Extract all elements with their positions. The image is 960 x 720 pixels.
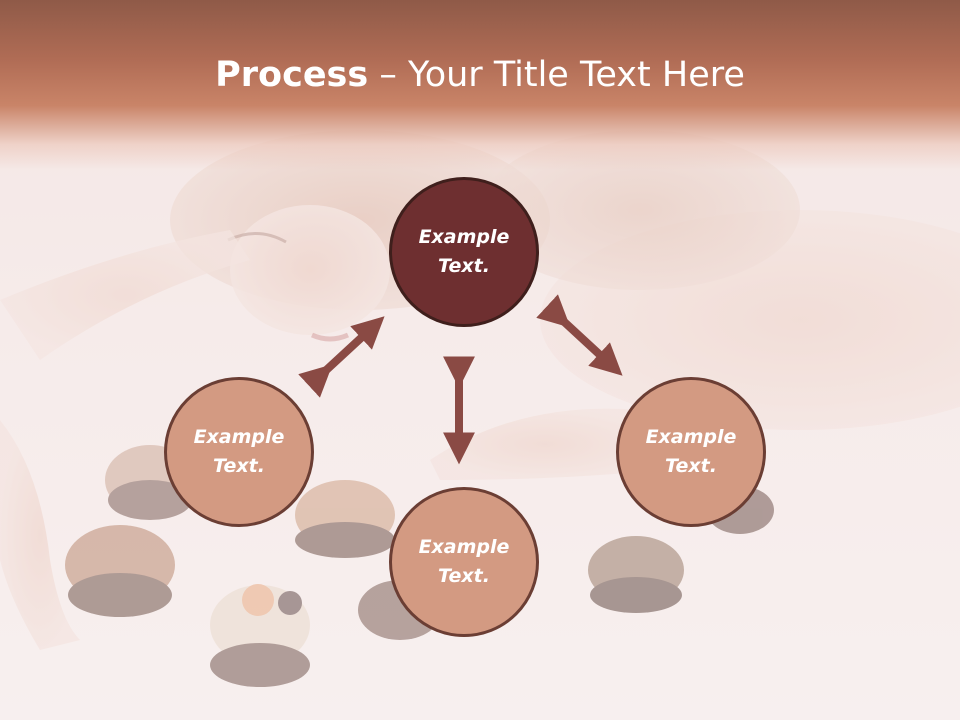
process-node-top: Example Text.: [389, 177, 539, 327]
title-bold: Process: [215, 55, 369, 95]
process-node-right: Example Text.: [616, 377, 766, 527]
node-right-line1: Example: [645, 426, 737, 448]
node-left-line2: Text.: [213, 455, 265, 477]
slide-title: Process – Your Title Text Here: [0, 52, 960, 98]
node-bottom-line1: Example: [418, 536, 510, 558]
node-bottom-line2: Text.: [438, 565, 490, 587]
title-rest: Your Title Text Here: [407, 55, 745, 95]
node-top-line1: Example: [418, 226, 510, 248]
header-band: [0, 0, 960, 170]
node-top-line2: Text.: [438, 255, 490, 277]
process-node-left: Example Text.: [164, 377, 314, 527]
process-node-bottom: Example Text.: [389, 487, 539, 637]
node-left-line1: Example: [193, 426, 285, 448]
node-right-line2: Text.: [665, 455, 717, 477]
title-dash: –: [368, 55, 408, 95]
